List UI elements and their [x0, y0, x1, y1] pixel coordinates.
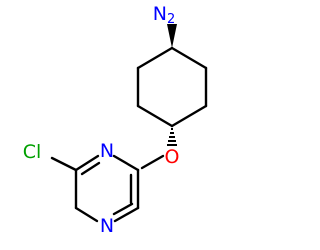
- amine-label: N2: [153, 3, 176, 27]
- bond-pyrazine-c5-n4: [74, 206, 99, 223]
- bond-pyrazine-n1-c6: [74, 154, 100, 172]
- bond-cyclohexane-4: [136, 104, 174, 128]
- bond-cyclohexane-6: [136, 46, 174, 70]
- bond-pyrazine-n1-c6-inner: [80, 161, 101, 176]
- bond-pyrazine-n4-c3-inner: [112, 202, 134, 216]
- bond-chlorine: [50, 156, 78, 172]
- bond-pyrazine-c2-n1: [112, 154, 140, 172]
- chlorine-label: Cl: [23, 141, 42, 163]
- bond-oxygen-pyrazine: [140, 154, 165, 170]
- amine-symbol: N: [153, 3, 167, 25]
- bond-pyrazine-n4-c3: [113, 206, 140, 223]
- ether-oxygen-label: O: [165, 146, 180, 168]
- bond-cyclohexane-1: [170, 46, 208, 70]
- chemical-structure: N2 O N N Cl: [23, 3, 208, 237]
- hash-bond-ether: [167, 128, 177, 146]
- ring-nitrogen-4-label: N: [100, 215, 114, 237]
- amine-subscript: 2: [167, 12, 175, 27]
- bond-cyclohexane-3: [170, 104, 208, 128]
- wedge-bond-amine: [167, 24, 177, 48]
- ring-nitrogen-1-label: N: [100, 140, 114, 162]
